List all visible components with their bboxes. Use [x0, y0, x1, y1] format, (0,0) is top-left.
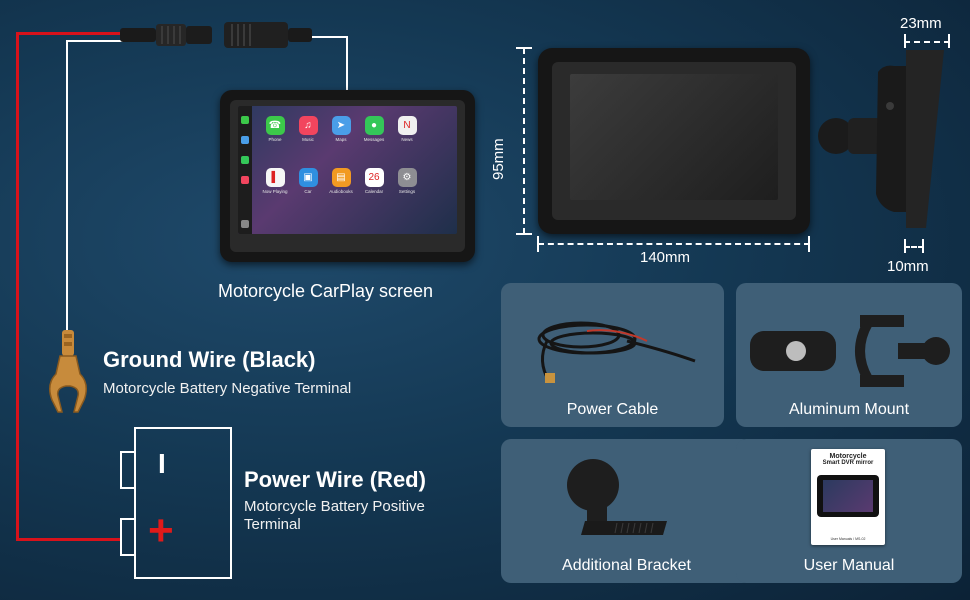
power-cable-icon [537, 321, 696, 383]
music-icon: ♫ [298, 116, 318, 135]
accessory-aluminum-mount: Aluminum Mount [736, 283, 962, 427]
user-manual-booklet: Motorcycle Smart DVR mirror User Manuals… [811, 449, 885, 545]
app-audiobooks[interactable]: ▤ Audiobooks [326, 168, 356, 194]
bracket-icon [567, 459, 667, 535]
phone-icon: ☎ [265, 116, 285, 135]
app-messages[interactable]: ● Messages [359, 116, 389, 142]
positive-symbol: + [148, 506, 174, 555]
depth-bottom-line [904, 246, 924, 248]
width-label: 140mm [640, 249, 691, 266]
app-label: Music [302, 137, 314, 142]
ground-wire-title: Ground Wire (Black) [103, 347, 316, 372]
app-label: Maps [335, 137, 347, 142]
now-playing-icon: ▌ [265, 168, 285, 187]
ground-wire-subtitle: Motorcycle Battery Negative Terminal [103, 380, 352, 397]
height-dimension-line [523, 48, 525, 234]
app-music[interactable]: ♫ Music [293, 116, 323, 142]
power-wire-title: Power Wire (Red) [244, 467, 426, 492]
depth-top-label: 23mm [900, 15, 942, 32]
app-label: Phone [268, 137, 282, 142]
accessory-user-manual: Motorcycle Smart DVR mirror User Manuals… [736, 439, 962, 583]
app-phone[interactable]: ☎ Phone [260, 116, 290, 142]
carplay-display: ☎ Phone ♫ Music ➤ Maps ● Messages N News ▌ Now Play… [238, 106, 457, 234]
app-label: Audiobooks [329, 189, 353, 194]
app-news[interactable]: N News [392, 116, 422, 142]
app-label: News [401, 137, 413, 142]
side-view-mount [818, 50, 944, 228]
car-icon: ▣ [298, 168, 318, 187]
accessory-power-cable: Power Cable [501, 283, 724, 427]
negative-terminal [120, 451, 134, 489]
app-label: Car [304, 189, 312, 194]
news-icon: N [397, 116, 417, 135]
app-maps[interactable]: ➤ Maps [326, 116, 356, 142]
accessory-label: User Manual [803, 557, 895, 574]
app-label: Settings [398, 189, 416, 194]
app-label: Calendar [364, 189, 384, 194]
audiobooks-icon: ▤ [331, 168, 351, 187]
manual-footer: User Manuals / MS-02 [830, 537, 866, 541]
motorcycle-battery [134, 427, 232, 579]
accessory-label: Additional Bracket [562, 557, 691, 574]
carplay-screen-device: ☎ Phone ♫ Music ➤ Maps ● Messages N News ▌ Now Play… [220, 90, 475, 262]
screen-caption: Motorcycle CarPlay screen [218, 281, 434, 301]
maps-icon: ➤ [331, 116, 351, 135]
aluminum-mount-icon [750, 315, 950, 387]
manual-title-line2: Smart DVR mirror [822, 460, 874, 466]
manual-title-line1: Motorcycle [829, 453, 867, 460]
depth-top-line [904, 41, 950, 43]
depth-bottom-label: 10mm [887, 258, 929, 275]
negative-symbol: I [158, 448, 166, 479]
ring-terminal-icon [49, 330, 87, 413]
power-wire-subtitle: Motorcycle Battery Positive Terminal [244, 498, 425, 533]
app-label: Now Playing [262, 189, 288, 194]
waterproof-connector [120, 22, 312, 48]
height-label: 95mm [490, 138, 507, 180]
positive-terminal [120, 518, 134, 556]
app-now-playing[interactable]: ▌ Now Playing [260, 168, 290, 194]
app-label: Messages [363, 137, 385, 142]
calendar-icon: 26 [364, 168, 384, 187]
app-settings[interactable]: ⚙ Settings [392, 168, 422, 194]
accessory-label: Power Cable [566, 401, 659, 418]
settings-icon: ⚙ [397, 168, 417, 187]
width-dimension-line [538, 243, 810, 245]
messages-icon: ● [364, 116, 384, 135]
app-car[interactable]: ▣ Car [293, 168, 323, 194]
accessory-label: Aluminum Mount [788, 401, 910, 418]
carplay-sidebar [238, 106, 252, 234]
front-view-screen [538, 48, 810, 234]
accessory-additional-bracket: Additional Bracket [501, 439, 752, 583]
